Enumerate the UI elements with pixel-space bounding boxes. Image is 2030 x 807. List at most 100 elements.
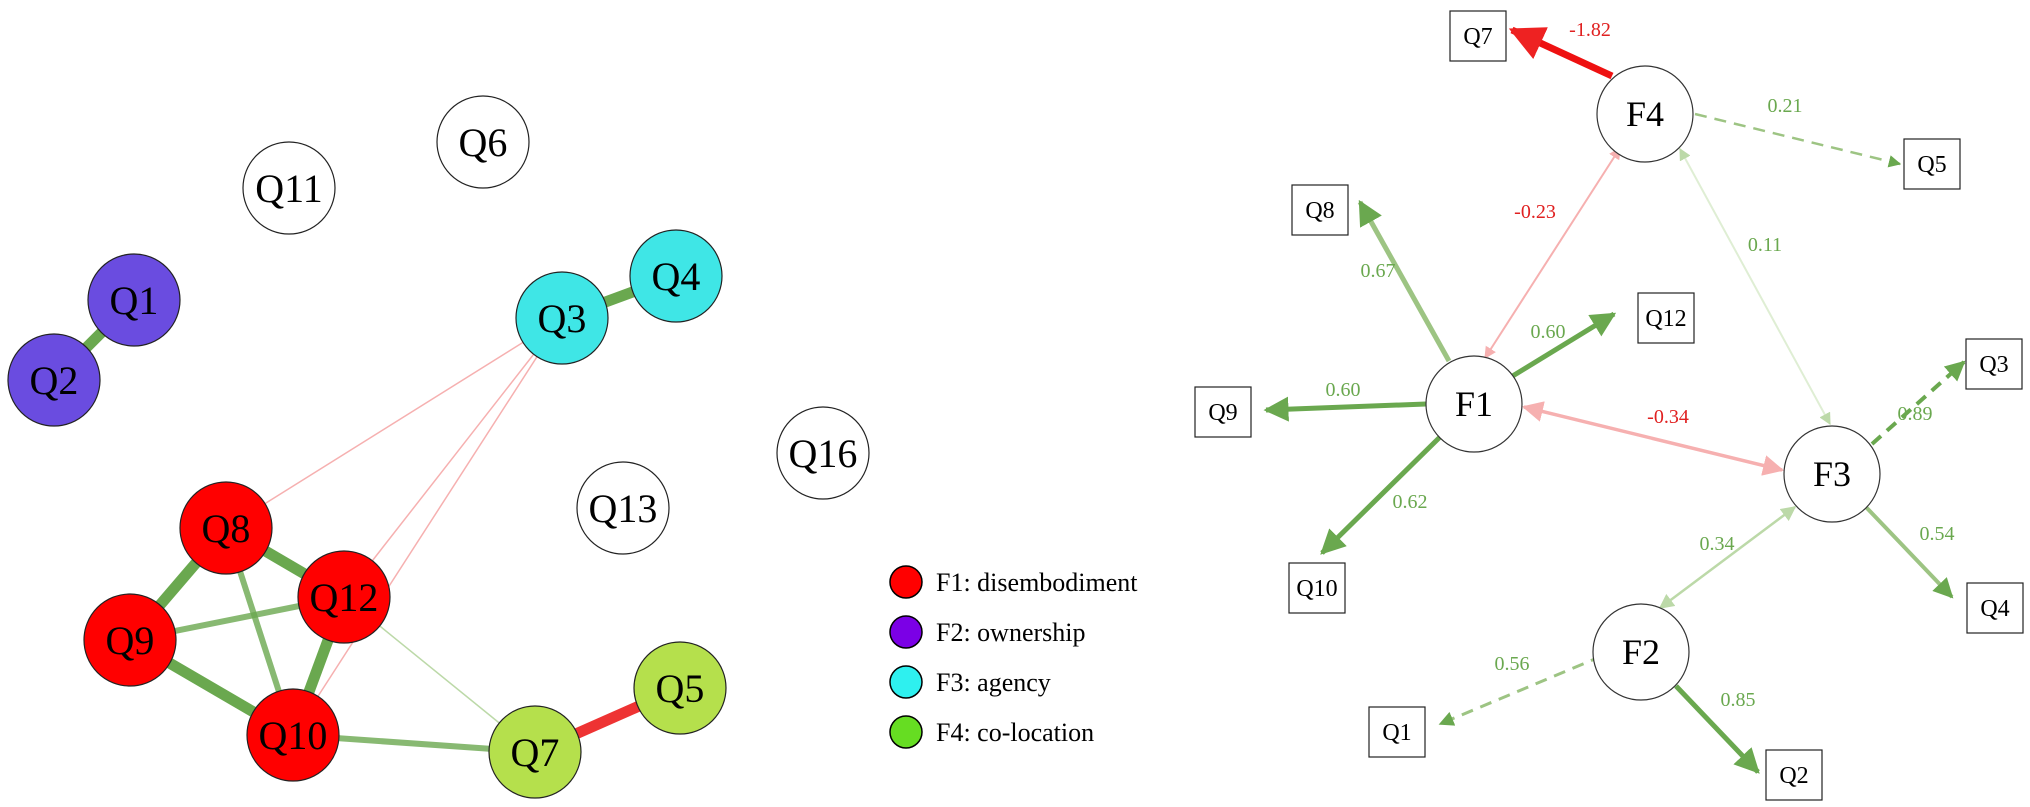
legend-label-f3: F3: agency [936, 668, 1051, 697]
legend-swatch-f2 [889, 615, 923, 649]
node-circle-q5 [633, 641, 727, 735]
covariance-f1-f3 [1521, 401, 1785, 476]
node-q5: Q5 [633, 641, 727, 735]
loading-value-f1-q12: 0.60 [1531, 321, 1566, 343]
factor-label-f4: F4 [1626, 94, 1664, 134]
loading-value-f4-q5: 0.21 [1768, 95, 1803, 117]
covariance-value-f1-f3: -0.34 [1647, 406, 1689, 428]
sem-coefficients: -1.820.210.670.600.600.620.890.540.560.8… [1326, 19, 1955, 711]
factor-circle-f2 [1592, 603, 1690, 701]
node-q13: Q13 [576, 461, 670, 555]
loading-f2-q1 [1438, 654, 1603, 726]
covariance-f1-f4 [1484, 146, 1621, 360]
node-label-q9: Q9 [106, 618, 155, 663]
loading-f4-q7 [1508, 26, 1614, 80]
node-label-q6: Q6 [459, 120, 508, 165]
edge-q3-q10 [292, 317, 563, 736]
factor-f1: F1 [1425, 355, 1523, 453]
node-circle-q4 [629, 229, 723, 323]
item-box-q1 [1368, 706, 1426, 758]
node-q12: Q12 [297, 550, 391, 644]
factor-circle-f4 [1596, 65, 1694, 163]
item-q5: Q5 [1903, 138, 1961, 190]
node-label-q4: Q4 [652, 254, 701, 299]
item-q9: Q9 [1194, 386, 1252, 438]
loading-f3-q4 [1862, 503, 1954, 599]
node-label-q8: Q8 [202, 506, 251, 551]
item-label-q12: Q12 [1645, 306, 1686, 332]
item-q10: Q10 [1288, 562, 1346, 614]
loading-f3-q3 [1870, 360, 1966, 446]
edge-q3-q12 [343, 317, 563, 598]
legend-swatch-f4 [889, 715, 923, 749]
node-label-q11: Q11 [255, 166, 322, 211]
item-box-q3 [1965, 338, 2023, 390]
node-circle-q3 [515, 271, 609, 365]
item-q4: Q4 [1966, 582, 2024, 634]
legend-item-f4: F4: co-location [889, 715, 1094, 749]
loading-value-f1-q9: 0.60 [1326, 379, 1361, 401]
item-q1: Q1 [1368, 706, 1426, 758]
node-q8: Q8 [179, 481, 273, 575]
loading-value-f2-q2: 0.85 [1721, 689, 1756, 711]
loading-f1-q9 [1263, 396, 1427, 422]
node-label-q10: Q10 [259, 713, 328, 758]
node-label-q16: Q16 [789, 431, 858, 476]
item-label-q2: Q2 [1779, 763, 1808, 789]
node-circle-q1 [87, 253, 181, 347]
loading-f2-q2 [1674, 684, 1760, 774]
node-circle-q2 [7, 333, 101, 427]
legend-swatch-f3 [889, 665, 923, 699]
loading-value-f1-q8: 0.67 [1361, 260, 1396, 282]
node-q16: Q16 [776, 406, 870, 500]
factor-label-f3: F3 [1813, 454, 1851, 494]
factor-label-f2: F2 [1622, 632, 1660, 672]
item-label-q10: Q10 [1296, 576, 1337, 602]
legend-item-f2: F2: ownership [889, 615, 1086, 649]
node-circle-q10 [246, 688, 340, 782]
node-label-q5: Q5 [656, 666, 705, 711]
loading-value-f1-q10: 0.62 [1393, 491, 1428, 513]
loading-value-f3-q3: 0.89 [1898, 403, 1933, 425]
item-box-q9 [1194, 386, 1252, 438]
node-label-q7: Q7 [511, 730, 560, 775]
node-label-q1: Q1 [110, 278, 159, 323]
loading-value-f2-q1: 0.56 [1495, 653, 1530, 675]
item-label-q4: Q4 [1980, 596, 2009, 622]
node-circle-q13 [576, 461, 670, 555]
edge-q3-q8 [225, 317, 563, 529]
node-label-q2: Q2 [30, 358, 79, 403]
item-q3: Q3 [1965, 338, 2023, 390]
sem-paths [1263, 26, 1966, 774]
factor-circle-f3 [1783, 425, 1881, 523]
item-q12: Q12 [1637, 292, 1695, 344]
node-q11: Q11 [242, 141, 336, 235]
item-box-q4 [1966, 582, 2024, 634]
item-label-q9: Q9 [1208, 400, 1237, 426]
item-label-q5: Q5 [1917, 152, 1946, 178]
node-circle-q9 [83, 593, 177, 687]
item-box-q5 [1903, 138, 1961, 190]
legend-swatch-f1 [889, 565, 923, 599]
legend: F1: disembodiment F2: ownership F3: agen… [889, 565, 1138, 749]
node-label-q13: Q13 [589, 486, 658, 531]
legend-item-f1: F1: disembodiment [889, 565, 1138, 599]
factor-f2: F2 [1592, 603, 1690, 701]
node-label-q12: Q12 [310, 575, 379, 620]
item-label-q7: Q7 [1463, 24, 1492, 50]
item-label-q1: Q1 [1382, 720, 1411, 746]
loading-f4-q5 [1694, 112, 1902, 168]
item-box-q2 [1765, 749, 1823, 801]
node-circle-q16 [776, 406, 870, 500]
node-q6: Q6 [436, 95, 530, 189]
item-q8: Q8 [1291, 184, 1349, 236]
item-box-q12 [1637, 292, 1695, 344]
item-box-q8 [1291, 184, 1349, 236]
loading-value-f4-q7: -1.82 [1569, 19, 1611, 41]
factor-f3: F3 [1783, 425, 1881, 523]
node-circle-q11 [242, 141, 336, 235]
